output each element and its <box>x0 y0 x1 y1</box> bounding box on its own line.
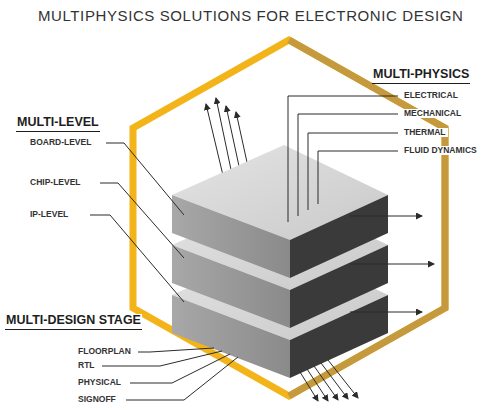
board-level-slab <box>172 145 388 278</box>
stage-label: PHYSICAL <box>76 378 123 387</box>
output-arrows <box>300 360 358 401</box>
level-label: BOARD-LEVEL <box>28 138 93 147</box>
stage-label: FLOORPLAN <box>76 347 133 356</box>
physics-label: THERMAL <box>402 128 448 137</box>
output-arrows <box>350 216 434 312</box>
group-heading: MULTI-PHYSICS <box>372 68 470 84</box>
physics-label: FLUID DYNAMICS <box>402 146 479 155</box>
physics-label: MECHANICAL <box>402 109 463 118</box>
leader-lines <box>288 96 398 222</box>
leader-lines <box>90 143 184 302</box>
hexagon-frame <box>133 40 445 396</box>
group-heading: MULTI-LEVEL <box>16 116 100 132</box>
diagram-title: MULTIPHYSICS SOLUTIONS FOR ELECTRONIC DE… <box>36 8 465 25</box>
level-label: IP-LEVEL <box>28 210 70 219</box>
stage-label: RTL <box>76 361 97 370</box>
physics-label: ELECTRICAL <box>402 91 460 100</box>
stage-label: SIGNOFF <box>76 395 118 404</box>
level-label: CHIP-LEVEL <box>28 178 83 187</box>
group-heading: MULTI-DESIGN STAGE <box>5 314 142 330</box>
